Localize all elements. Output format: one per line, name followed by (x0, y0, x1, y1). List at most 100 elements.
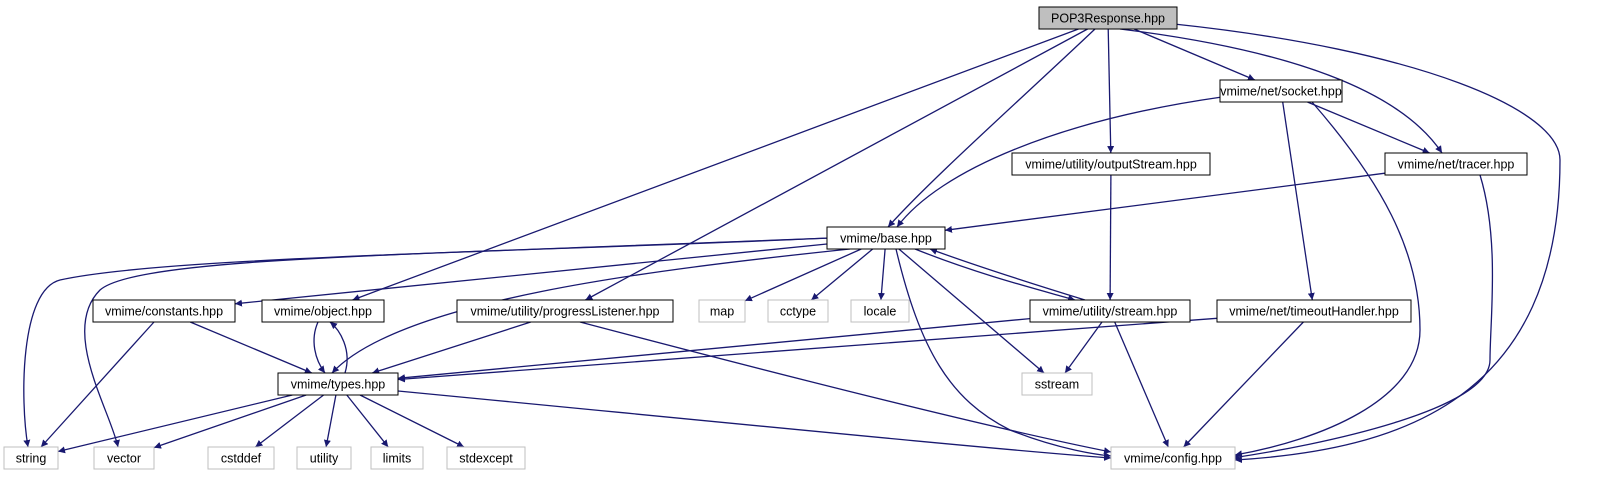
node-box-cstddef[interactable] (207, 446, 275, 470)
node-label-locale: locale (864, 305, 897, 319)
node-box-socket[interactable] (1219, 79, 1343, 103)
edge-timeouthandler-to-types (397, 317, 1218, 383)
edge-base-to-map (744, 248, 862, 302)
node-object[interactable]: vmime/object.hpp (261, 299, 385, 323)
node-box-constants[interactable] (92, 299, 236, 323)
node-stdexcept[interactable]: stdexcept (446, 446, 526, 470)
edge-socket-to-timeouthandler (1282, 101, 1315, 301)
node-tracer[interactable]: vmime/net/tracer.hpp (1384, 152, 1528, 176)
edge-progresslistener-to-config (579, 321, 1112, 455)
node-base[interactable]: vmime/base.hpp (826, 226, 946, 250)
node-box-map[interactable] (698, 299, 746, 323)
node-box-timeouthandler[interactable] (1216, 299, 1412, 323)
edge-constants-to-types (189, 321, 313, 374)
edge-stream-to-sstream (1064, 321, 1103, 374)
edge-outputstream-to-stream (1106, 174, 1114, 301)
node-box-tracer[interactable] (1384, 152, 1528, 176)
node-box-base[interactable] (826, 226, 946, 250)
node-label-base: vmime/base.hpp (840, 232, 932, 246)
node-label-tracer: vmime/net/tracer.hpp (1398, 158, 1515, 172)
edge-socket-to-base (896, 96, 1223, 228)
node-limits[interactable]: limits (370, 446, 424, 470)
node-label-utility: utility (310, 452, 339, 466)
edge-tracer-to-config (1231, 174, 1494, 461)
edge-pop3response-to-progresslistener (585, 28, 1088, 301)
node-box-pop3response[interactable] (1038, 6, 1178, 30)
node-label-limits: limits (383, 452, 411, 466)
node-label-cstddef: cstddef (221, 452, 262, 466)
node-box-string[interactable] (3, 446, 59, 470)
edge-base-to-vector (84, 237, 831, 448)
edge-stream-to-config (1114, 321, 1169, 448)
node-label-constants: vmime/constants.hpp (105, 305, 223, 319)
node-box-vector[interactable] (93, 446, 155, 470)
edge-pop3response-to-base (887, 28, 1096, 228)
node-label-config: vmime/config.hpp (1124, 452, 1222, 466)
node-stream[interactable]: vmime/utility/stream.hpp (1029, 299, 1191, 323)
edge-base-to-locale (877, 248, 886, 301)
edges-layer (23, 23, 1561, 464)
edge-constants-to-string (40, 321, 155, 448)
node-box-types[interactable] (277, 372, 399, 396)
node-label-timeouthandler: vmime/net/timeoutHandler.hpp (1229, 305, 1399, 319)
node-label-cctype: cctype (780, 305, 816, 319)
node-box-progresslistener[interactable] (456, 299, 674, 323)
node-cstddef[interactable]: cstddef (207, 446, 275, 470)
edge-base-to-string (23, 237, 831, 448)
node-label-string: string (16, 452, 47, 466)
edge-socket-to-tracer (1307, 101, 1430, 154)
edge-types-to-stdexcept (359, 394, 465, 448)
edge-base-to-cctype (810, 248, 874, 301)
node-label-outputstream: vmime/utility/outputStream.hpp (1025, 158, 1197, 172)
edge-types-to-vector (153, 394, 307, 449)
node-timeouthandler[interactable]: vmime/net/timeoutHandler.hpp (1216, 299, 1412, 323)
edge-stream-to-types (397, 317, 1031, 382)
edge-socket-to-config (1234, 101, 1421, 458)
edge-types-to-utility (323, 394, 337, 448)
edge-object-to-types (313, 321, 326, 374)
edge-timeouthandler-to-config (1183, 321, 1304, 448)
edge-base-to-constants (234, 243, 828, 307)
node-box-limits[interactable] (370, 446, 424, 470)
node-outputstream[interactable]: vmime/utility/outputStream.hpp (1011, 152, 1211, 176)
edge-types-to-config (397, 390, 1112, 461)
node-cctype[interactable]: cctype (767, 299, 829, 323)
edge-types-to-string (57, 394, 293, 454)
node-sstream[interactable]: sstream (1021, 372, 1093, 396)
node-box-locale[interactable] (850, 299, 910, 323)
edge-stream-to-base (929, 248, 1086, 301)
edge-pop3response-to-outputstream (1107, 28, 1115, 154)
node-box-utility[interactable] (296, 446, 352, 470)
node-constants[interactable]: vmime/constants.hpp (92, 299, 236, 323)
node-config[interactable]: vmime/config.hpp (1110, 446, 1236, 470)
node-label-stdexcept: stdexcept (459, 452, 513, 466)
node-box-config[interactable] (1110, 446, 1236, 470)
node-utility[interactable]: utility (296, 446, 352, 470)
node-types[interactable]: vmime/types.hpp (277, 372, 399, 396)
edge-types-to-object (329, 321, 348, 374)
nodes-layer: POP3Response.hpp vmime/net/socket.hpp vmim… (3, 6, 1528, 470)
node-box-object[interactable] (261, 299, 385, 323)
node-label-stream: vmime/utility/stream.hpp (1043, 305, 1178, 319)
node-vector[interactable]: vector (93, 446, 155, 470)
edge-tracer-to-base (944, 172, 1386, 233)
node-progresslistener[interactable]: vmime/utility/progressListener.hpp (456, 299, 674, 323)
node-box-stdexcept[interactable] (446, 446, 526, 470)
node-box-stream[interactable] (1029, 299, 1191, 323)
node-box-outputstream[interactable] (1011, 152, 1211, 176)
edge-pop3response-to-config (1173, 23, 1561, 464)
edge-types-to-limits (346, 394, 389, 448)
edge-progresslistener-to-types (372, 321, 531, 375)
edge-base-to-sstream (898, 248, 1045, 374)
edge-pop3response-to-socket (1133, 28, 1256, 81)
edge-base-to-stream (914, 248, 1076, 302)
node-box-sstream[interactable] (1021, 372, 1093, 396)
node-string[interactable]: string (3, 446, 59, 470)
node-box-cctype[interactable] (767, 299, 829, 323)
node-locale[interactable]: locale (850, 299, 910, 323)
node-map[interactable]: map (698, 299, 746, 323)
node-label-object: vmime/object.hpp (274, 305, 372, 319)
node-pop3response[interactable]: POP3Response.hpp (1038, 6, 1178, 30)
node-socket[interactable]: vmime/net/socket.hpp (1219, 79, 1343, 103)
